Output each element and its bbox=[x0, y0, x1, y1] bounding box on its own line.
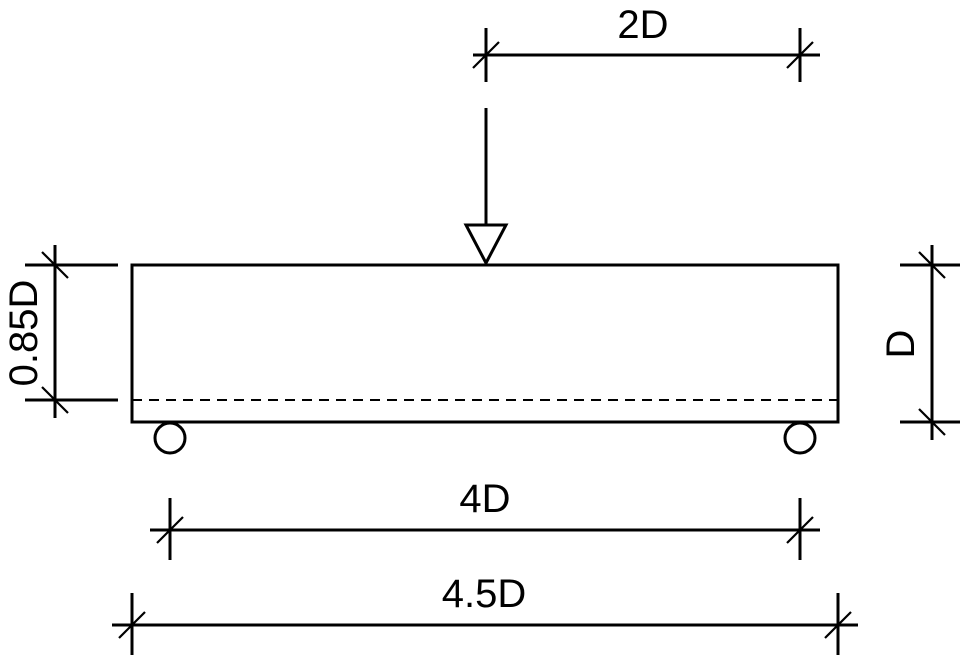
point-load bbox=[463, 108, 509, 267]
tick-4-5d-right bbox=[824, 611, 852, 639]
tick-2d-right bbox=[786, 41, 814, 69]
dimension-load-offset: 2D bbox=[472, 3, 820, 82]
label-d: D bbox=[879, 330, 923, 359]
load-arrow-head bbox=[463, 223, 509, 267]
dimension-effective-depth: 0.85D bbox=[2, 245, 118, 418]
tick-d-top bbox=[918, 251, 946, 279]
label-4-5d: 4.5D bbox=[442, 572, 527, 616]
right-roller-support bbox=[783, 421, 817, 455]
label-4d: 4D bbox=[459, 477, 510, 521]
label-2d: 2D bbox=[617, 3, 668, 47]
left-roller-support bbox=[153, 421, 187, 455]
tick-0-85d-top bbox=[41, 251, 69, 279]
tick-2d-left bbox=[472, 41, 500, 69]
tick-4d-right bbox=[786, 516, 814, 544]
dimension-length: 4.5D bbox=[112, 572, 858, 655]
tick-d-bottom bbox=[918, 408, 946, 436]
dimension-depth: D bbox=[879, 245, 960, 440]
beam bbox=[130, 263, 840, 424]
tick-0-85d-bottom bbox=[41, 386, 69, 414]
tick-4d-left bbox=[156, 516, 184, 544]
dimension-span: 4D bbox=[150, 477, 820, 560]
tick-4-5d-left bbox=[118, 611, 146, 639]
label-0-85d: 0.85D bbox=[2, 280, 46, 387]
